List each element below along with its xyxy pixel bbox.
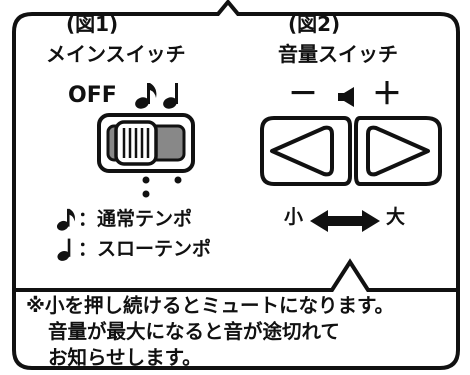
switch-position-dots — [142, 176, 182, 198]
legend-quarter-note-icon — [57, 238, 71, 261]
note-line-3: お知らせします。 — [48, 346, 202, 369]
volume-small-label: 小 — [284, 206, 304, 228]
legend-normal-tempo: ：通常テンポ — [78, 208, 193, 230]
note-line-1: ※小を押し続けるとミュートになります。 — [26, 294, 395, 317]
volume-up-button[interactable] — [354, 112, 444, 190]
plus-sign: ＋ — [372, 77, 402, 112]
fig1-title: メインスイッチ — [46, 42, 186, 66]
quarter-note-icon — [163, 83, 178, 109]
legend-slow-tempo: ：スローテンポ — [78, 238, 212, 260]
double-arrow-icon — [310, 210, 380, 232]
volume-large-label: 大 — [386, 206, 406, 228]
legend-eighth-note-icon — [56, 208, 75, 231]
minus-sign: － — [288, 77, 318, 112]
fig2-title: 音量スイッチ — [278, 42, 398, 66]
off-label: OFF — [68, 83, 117, 108]
volume-down-button[interactable] — [258, 112, 354, 190]
speaker-icon — [338, 87, 354, 107]
note-line-2: 音量が最大になると音が途切れて — [48, 320, 340, 343]
eighth-note-icon — [135, 83, 157, 109]
main-switch[interactable] — [96, 112, 196, 174]
fig2-caption: (図2) — [288, 12, 341, 36]
fig1-caption: (図1) — [66, 12, 119, 36]
